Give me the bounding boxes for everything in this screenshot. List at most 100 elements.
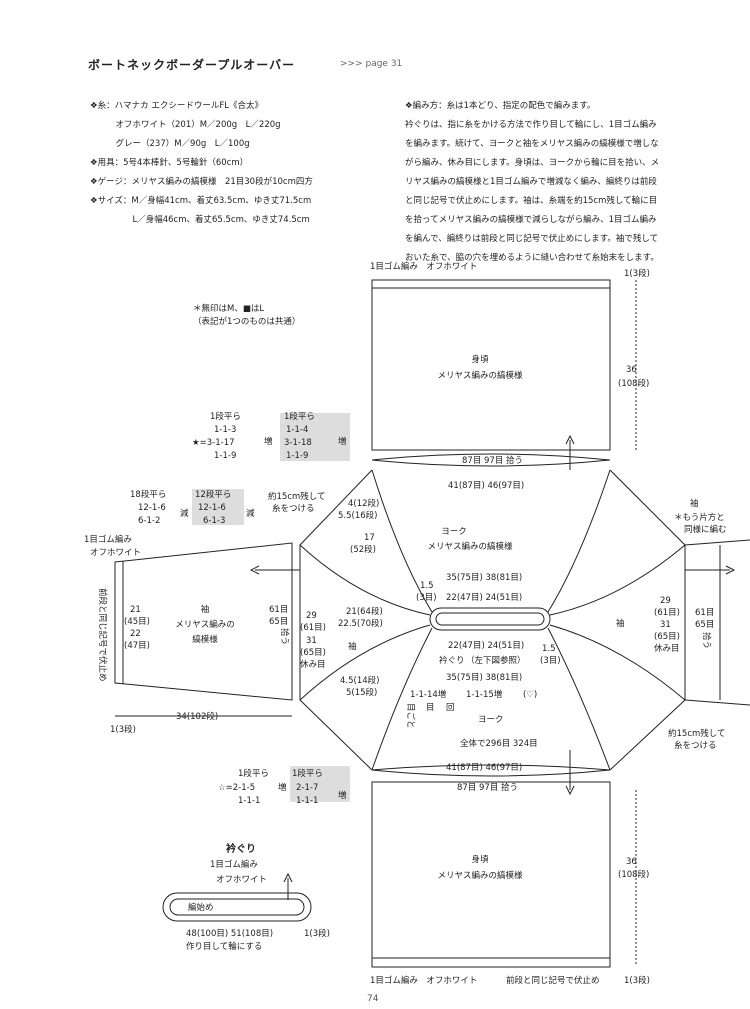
dec-label-l: 減 (246, 508, 255, 519)
sleeve-left-len: 34(102段) (176, 711, 218, 722)
sleeve-left-m31: 31 (306, 636, 317, 646)
sleeve-right-yarn: 約15cm残して (668, 728, 726, 739)
neck-detail-rib: 1目ゴム編み (210, 859, 258, 870)
sleeve-right-label: 袖 (690, 498, 699, 509)
sleeve-right-yarn2: 糸をつける (674, 740, 717, 751)
sleeve-left-pick: 拾う (279, 628, 290, 645)
yoke-inc-bottom: 1-1-14増 (410, 689, 446, 700)
dec-b0: 12段平ら (195, 489, 231, 500)
inc-top-b3: 1-1-9 (286, 451, 308, 461)
inc-bot-inc: 増 (278, 782, 287, 793)
yoke-heart: (♡) (523, 690, 537, 700)
yoke-outline (299, 469, 686, 771)
sleeve-left-yarn2: 糸をつける (272, 503, 315, 514)
body-top-width: 41(87目) 46(97目) (448, 481, 524, 491)
sleeve-left-h61: 61目 (269, 605, 288, 615)
note-line: ＊無印はM、■はL (193, 303, 264, 314)
yoke-inc-bottom-l: 1-1-15増 (466, 689, 502, 700)
spec-row: グレー（237）M／90g L／100g (90, 139, 250, 149)
yoke-s15-r: 1.5 (542, 644, 556, 654)
yoke-s4: 4(12段) (348, 498, 379, 509)
neck-detail-color: オフホワイト (216, 875, 267, 885)
sleeve-left-label: 袖 (201, 604, 210, 615)
inc-bot-b0: 1段平ら (292, 768, 323, 779)
inc-top-b0: 1段平ら (284, 411, 315, 422)
inc-top-a1: ★=3-1-17 (192, 438, 235, 448)
body-top-rib: 1目ゴム編み オフホワイト (370, 261, 477, 272)
yoke-each: 目ごと (405, 703, 416, 729)
instruction-line: がら編み、休み目にします。身頃は、ヨークから輪に目を拾い、メ (405, 158, 660, 168)
body-top-pick: 87目 97目 拾う (462, 455, 523, 466)
sleeve-right-label-inner: 袖 (616, 618, 625, 629)
instruction-line: 衿ぐりは、指に糸をかける方法で作り目して輪にし、1目ゴム編み (405, 120, 657, 130)
yoke-s3: (3目) (416, 593, 437, 603)
spec-row: オフホワイト（201）M／200g L／220g (90, 120, 281, 130)
yoke-bottom-curve (371, 764, 611, 777)
inc-bot-inc-l: 増 (338, 790, 347, 801)
sleeve-left-outline (114, 542, 293, 701)
yoke-total: 全体で296目 324目 (460, 738, 538, 749)
yoke-s55: 5.5(16段) (338, 510, 377, 521)
sleeve-right-note2: 同様に編む (684, 524, 727, 535)
sleeve-left-h65: 65目 (269, 617, 288, 627)
inc-top-a2: 1-1-9 (214, 451, 236, 461)
yoke-w22: 22(47目) 24(51目) (446, 593, 522, 603)
sleeve-left-w45: (45目) (124, 617, 150, 627)
body-bot-width: 41(87目) 46(97目) (446, 763, 522, 773)
inc-top-b1: 1-1-4 (286, 425, 308, 435)
inc-bot-b1: 2-1-7 (296, 783, 318, 793)
inc-bot-a1: 1-1-1 (238, 796, 260, 806)
sleeve-left-side: 前段と同じ記号で伏止め (97, 588, 108, 682)
sleeve-right-m29: 29 (660, 596, 671, 606)
sleeve-left-m65: (65目) (300, 648, 326, 658)
spec-row: ❖ゲージ：メリヤス編みの縞模様 21目30段が10cm四方 (90, 177, 313, 187)
body-bot-rib-rows: 1(3段) (624, 975, 650, 986)
instruction-line: を編んで、編終りは前段と同じ記号で伏止めにします。袖で残して (405, 234, 659, 244)
neck-detail-title: 衿ぐり (226, 842, 256, 855)
sleeve-left-rib: 1目ゴム編み (84, 534, 132, 545)
yoke-top-curve (371, 453, 611, 461)
instruction-line: おいた糸で、脇の穴を埋めるように縫い合わせて糸始末をします。 (405, 253, 659, 263)
sleeve-left-m61: (61目) (300, 623, 326, 633)
spec-row: L／身幅46cm、着丈65.5cm、ゆき丈74.5cm (90, 215, 310, 225)
yoke-r5: 5(15段) (346, 687, 377, 698)
yoke-w35: 35(75目) 38(81目) (446, 573, 522, 583)
yoke-s3-r: (3目) (540, 656, 561, 666)
instruction-line: リヤス編みの縞模様と1目ゴム編みで増減なく編み、編終りは前段 (405, 177, 657, 187)
dec-b2: 6-1-3 (203, 516, 225, 526)
inc-bot-b2: 1-1-1 (296, 796, 318, 806)
sleeve-right-h61: 61目 (695, 608, 714, 618)
body-bot-len-rows: (108段) (618, 869, 649, 880)
neck-detail-cast: 作り目して輪にする (186, 941, 262, 952)
sleeve-left-pattern: メリヤス編みの (175, 619, 235, 630)
yoke-s15: 1.5 (420, 581, 434, 591)
neck-detail-ring (162, 892, 312, 922)
body-top-outline (371, 279, 611, 451)
yoke-r21: 21(64段) (346, 606, 383, 617)
body-bot-label: 身頃 (471, 854, 489, 865)
instructions: ❖編み方：糸は1本どり、指定の配色で編みます。 衿ぐりは、指に糸をかける方法で作… (405, 97, 710, 268)
instruction-line: を編みます。続けて、ヨークと袖をメリヤス編みの縞模様で増しな (405, 139, 659, 149)
sleeve-left-w22: 22 (130, 629, 141, 639)
yoke-sleeve-small: 袖 (348, 641, 357, 652)
instruction-line: を拾ってメリヤス編みの縞模様で減らしながら編み、1目ゴム編み (405, 215, 657, 225)
body-top-label: 身頃 (471, 354, 489, 365)
body-bot-bind: 前段と同じ記号で伏止め (506, 975, 600, 986)
shade-dec (192, 489, 244, 525)
shade-inc-bot (290, 766, 350, 802)
sleeve-right-h65: 65目 (695, 620, 714, 630)
body-top-len: 36 (626, 365, 637, 375)
sleeve-left-rest: 休み目 (300, 659, 326, 670)
sleeve-left-rib-rows: 1(3段) (110, 724, 136, 735)
neck-opening (429, 607, 551, 631)
body-bot-len: 36 (626, 857, 637, 867)
sleeve-right-pick: 拾う (701, 632, 712, 649)
sleeve-left-m29: 29 (306, 611, 317, 621)
spec-row: ❖用具：5号4本棒針、5号輪針（60cm） (90, 158, 249, 168)
inc-top-b2: 3-1-18 (284, 438, 312, 448)
body-bottom-outline (371, 781, 611, 968)
yoke-neck: 衿ぐり (439, 655, 465, 666)
sleeve-right-rest: 休み目 (654, 643, 680, 654)
body-top-len-rows: (108段) (618, 378, 649, 389)
